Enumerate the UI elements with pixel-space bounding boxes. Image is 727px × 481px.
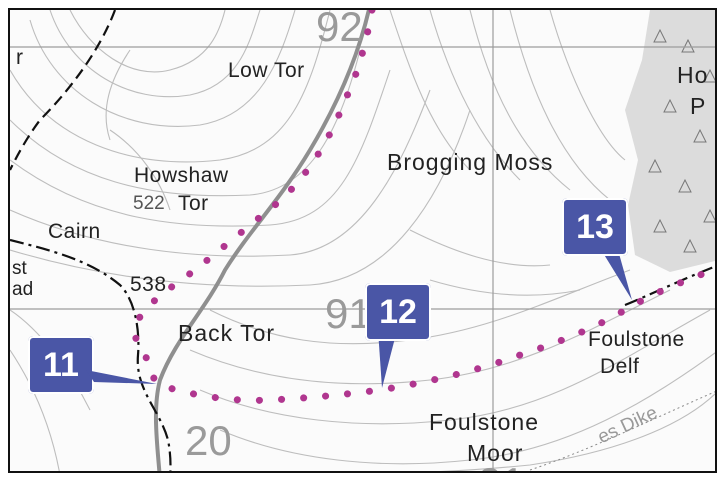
place-label-howshaw: Howshaw xyxy=(134,164,229,187)
place-label-brogging-moss: Brogging Moss xyxy=(387,149,554,175)
edge-label-ho: Ho xyxy=(677,62,709,88)
waypoint-marker-11[interactable]: 11 xyxy=(28,336,94,394)
forest-area xyxy=(625,10,715,272)
edge-label-st: st xyxy=(12,258,27,279)
grid-number-91: 91 xyxy=(325,290,372,337)
place-label-cairn: Cairn xyxy=(48,220,101,243)
grid-number-21: 21 xyxy=(478,462,525,472)
edge-label-p: P xyxy=(690,93,707,119)
grid-number-92: 92 xyxy=(316,8,363,50)
grid-number-20: 20 xyxy=(185,417,232,464)
spot-height-538: 538 xyxy=(130,273,167,296)
spot-height-howshaw: 522 xyxy=(133,193,165,214)
waypoint-marker-13[interactable]: 13 xyxy=(562,198,628,256)
place-label-low-tor: Low Tor xyxy=(228,59,305,82)
edge-label-r: r xyxy=(16,46,24,69)
contour-lines xyxy=(10,10,715,471)
place-label-delf: Delf xyxy=(600,355,640,378)
route-line xyxy=(131,10,715,404)
place-label-foulstone-moor: Foulstone xyxy=(429,409,540,435)
map-frame: 92 91 20 21 Low Tor Brogging Moss Howsha… xyxy=(8,8,717,473)
boundary-lines xyxy=(10,10,715,471)
place-label-moor: Moor xyxy=(467,440,524,466)
footpath xyxy=(153,10,371,471)
map-canvas xyxy=(10,10,715,471)
tree-symbols xyxy=(648,28,715,253)
place-label-back-tor: Back Tor xyxy=(178,320,276,346)
waypoint-number: 11 xyxy=(43,345,79,384)
edge-label-ad: ad xyxy=(12,279,34,300)
grid-lines xyxy=(10,10,715,471)
waypoint-number: 13 xyxy=(576,207,614,246)
waypoint-number: 12 xyxy=(379,292,417,331)
waypoint-marker-12[interactable]: 12 xyxy=(365,283,431,341)
place-label-foulstone-delf: Foulstone xyxy=(588,328,685,351)
place-label-tor: Tor xyxy=(178,192,209,215)
